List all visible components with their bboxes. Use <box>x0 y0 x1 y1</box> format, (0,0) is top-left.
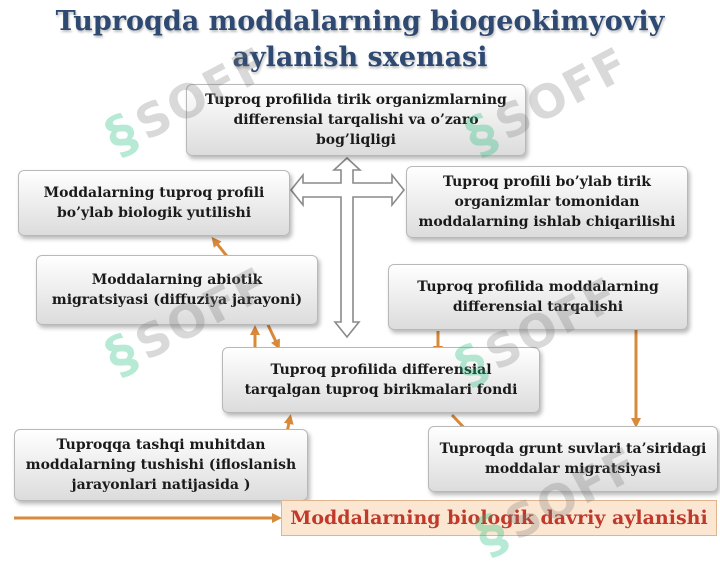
box-line: moddalarning tushishi (ifloslanish <box>25 457 297 473</box>
box-organism-distribution: Tuproq profilida tirik organizmlarning d… <box>186 84 526 156</box>
box-line: Tuproq profilida differensial <box>270 362 492 378</box>
box-line: moddalar migratsiyasi <box>485 461 661 477</box>
box-line: Tuproqqa tashqi muhitdan <box>56 437 266 453</box>
arrow-b4-to-b6 <box>266 324 280 350</box>
box-line: Moddalarning abiotik <box>91 272 263 288</box>
box-biological-absorption: Moddalarning tuproq profili bo’ylab biol… <box>18 170 290 236</box>
box-groundwater-migration: Tuproqda grunt suvlari ta’siridagi modda… <box>428 426 718 492</box>
title-line-1: Tuproqda moddalarning biogeokimyoviy <box>55 6 665 37</box>
box-external-input: Tuproqqa tashqi muhitdan moddalarning tu… <box>14 429 308 501</box>
box-abiotic-migration: Moddalarning abiotik migratsiyasi (diffu… <box>36 255 318 325</box>
box-line: Tuproq profili bo’ylab tirik <box>442 174 652 190</box>
box-line: bog’liqligi <box>316 132 396 148</box>
box-production-by-organisms: Tuproq profili bo’ylab tirik organizmlar… <box>406 166 688 238</box>
box-line: Tuproqda grunt suvlari ta’siridagi <box>439 441 707 457</box>
box-line: organizmlar tomonidan <box>454 194 640 210</box>
box-compounds-fund: Tuproq profilida differensial tarqalgan … <box>222 347 540 413</box>
title-line-2: aylanish sxemasi <box>232 42 488 73</box>
central-block-arrow <box>289 156 406 339</box>
box-line: jarayonlari natijasida ) <box>71 477 251 493</box>
box-line: Tuproq profilida moddalarning <box>417 279 659 295</box>
diagram-title: Tuproqda moddalarning biogeokimyoviy ayl… <box>40 4 680 76</box>
box-substance-distribution: Tuproq profilida moddalarning differensi… <box>388 264 688 330</box>
box-line: bo’ylab biologik yutilishi <box>56 205 252 221</box>
box-line: Moddalarning tuproq profili <box>43 185 265 201</box>
box-line: differensial tarqalishi va o’zaro <box>233 112 479 128</box>
box-line: differensial tarqalishi <box>452 299 624 315</box>
box-line: tarqalgan tuproq birikmalari fondi <box>244 382 518 398</box>
box-line: moddalarning ishlab chiqarilishi <box>418 214 676 230</box>
box-line: Tuproq profilida tirik organizmlarning <box>205 92 507 108</box>
box-line: migratsiyasi (diffuziya jarayoni) <box>51 292 303 308</box>
cycle-banner: Moddalarning biologik davriy aylanishi <box>281 500 717 536</box>
